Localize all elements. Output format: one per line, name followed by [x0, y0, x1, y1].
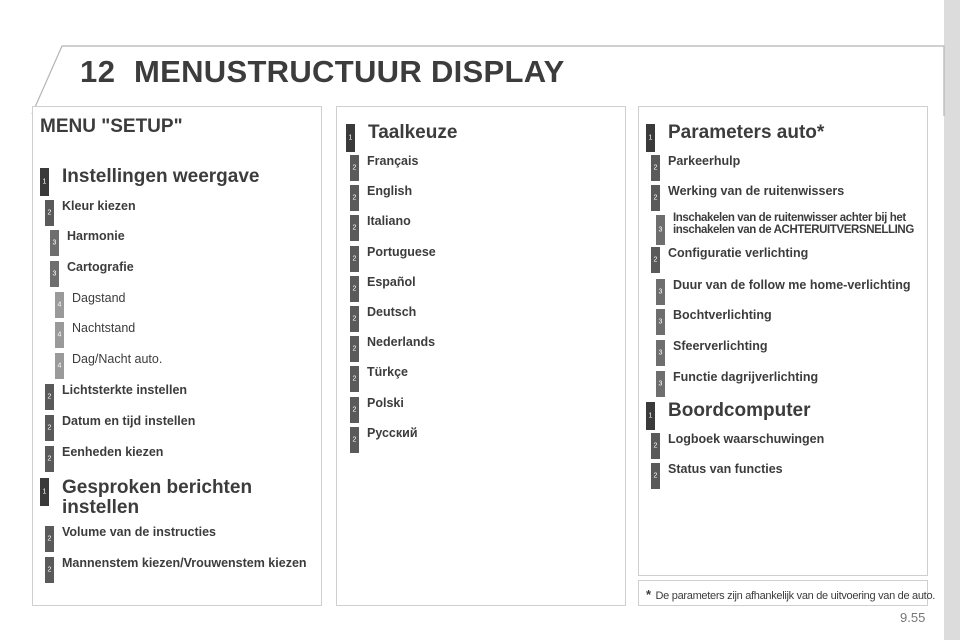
setup-panel: [32, 106, 322, 606]
level-marker: 4: [55, 322, 64, 348]
level-marker: 2: [45, 200, 54, 226]
menu-item-label: Inschakelen van de ruitenwisser achter b…: [673, 212, 914, 236]
level-marker: 2: [45, 446, 54, 472]
level-marker: 2: [350, 155, 359, 181]
level-marker: 2: [350, 215, 359, 241]
menu-item-label: Français: [367, 154, 419, 168]
level-marker: 2: [350, 306, 359, 332]
menu-item-label: Configuratie verlichting: [668, 246, 809, 260]
menu-item-label: Cartografie: [67, 260, 134, 274]
level-marker: 3: [656, 279, 665, 305]
menu-item-label: Lichtsterkte instellen: [62, 383, 188, 397]
level-marker: 3: [656, 215, 665, 245]
level-marker: 1: [646, 402, 655, 430]
level-marker: 2: [45, 557, 54, 583]
menu-item-label: Español: [367, 275, 416, 289]
menu-item-label: Duur van de follow me home-verlichting: [673, 278, 911, 292]
level-marker: 2: [45, 526, 54, 552]
level-marker: 2: [651, 463, 660, 489]
level-marker: 3: [656, 340, 665, 366]
menu-item-label: Volume van de instructies: [62, 525, 216, 539]
menu-item-label: Boordcomputer: [668, 400, 811, 421]
menu-item-label: Sfeerverlichting: [673, 339, 768, 353]
setup-menu-title: MENU "SETUP": [40, 116, 183, 137]
level-marker: 4: [55, 353, 64, 379]
menu-item-label: Logboek waarschuwingen: [668, 432, 825, 446]
level-marker: 1: [646, 124, 655, 152]
page-title: MENUSTRUCTUUR DISPLAY: [134, 54, 565, 89]
footnote: * De parameters zijn afhankelijk van de …: [638, 580, 935, 606]
level-marker: 3: [50, 261, 59, 287]
menu-item-label: Functie dagrijverlichting: [673, 370, 819, 384]
level-marker: 1: [346, 124, 355, 152]
menu-item-label: Bochtverlichting: [673, 308, 772, 322]
menu-item-label: Italiano: [367, 214, 411, 228]
menu-item-label: Werking van de ruitenwissers: [668, 184, 845, 198]
level-marker: 2: [350, 397, 359, 423]
menu-item-label: Nachtstand: [72, 321, 136, 335]
level-marker: 3: [656, 371, 665, 397]
footnote-text: De parameters zijn afhankelijk van de ui…: [655, 590, 936, 602]
level-marker: 3: [656, 309, 665, 335]
level-marker: 2: [350, 276, 359, 302]
menu-item-label: Instellingen weergave: [62, 166, 260, 187]
vehicle-panel: [638, 106, 928, 576]
chapter-number: 12: [80, 54, 116, 89]
menu-item-label: Dagstand: [72, 291, 126, 305]
level-marker: 4: [55, 292, 64, 318]
page-number: 9.55: [900, 610, 926, 625]
menu-item-label: Eenheden kiezen: [62, 445, 164, 459]
menu-item-label: Türkçe: [367, 365, 408, 379]
footnote-marker: *: [646, 587, 651, 602]
level-marker: 1: [40, 478, 49, 506]
menu-item-label: Deutsch: [367, 305, 417, 319]
level-marker: 1: [40, 168, 49, 196]
level-marker: 2: [350, 246, 359, 272]
level-marker: 2: [350, 336, 359, 362]
menu-item-label: Kleur kiezen: [62, 199, 136, 213]
language-panel: [336, 106, 626, 606]
menu-item-label: Parkeerhulp: [668, 154, 741, 168]
menu-item-label: Nederlands: [367, 335, 436, 349]
level-marker: 2: [350, 185, 359, 211]
menu-item-label: Dag/Nacht auto.: [72, 352, 163, 366]
menu-item-label: Polski: [367, 396, 404, 410]
menu-item-label: Mannenstem kiezen/Vrouwenstem kiezen: [62, 556, 307, 570]
level-marker: 2: [45, 415, 54, 441]
level-marker: 2: [651, 155, 660, 181]
level-marker: 2: [651, 433, 660, 459]
menu-item-label: Datum en tijd instellen: [62, 414, 196, 428]
menu-item-label: Harmonie: [67, 229, 125, 243]
menu-item-label: Gesproken berichten instellen: [62, 477, 253, 518]
level-marker: 2: [350, 366, 359, 392]
page-edge-strip: [944, 0, 960, 640]
level-marker: 2: [651, 185, 660, 211]
level-marker: 2: [350, 427, 359, 453]
menu-item-label: Русский: [367, 426, 418, 440]
menu-item-label: Status van functies: [668, 462, 783, 476]
menu-item-label: English: [367, 184, 413, 198]
menu-item-label: Taalkeuze: [368, 122, 458, 143]
level-marker: 2: [651, 247, 660, 273]
menu-item-label: Parameters auto*: [668, 122, 825, 143]
menu-item-label: Portuguese: [367, 245, 436, 259]
level-marker: 2: [45, 384, 54, 410]
level-marker: 3: [50, 230, 59, 256]
